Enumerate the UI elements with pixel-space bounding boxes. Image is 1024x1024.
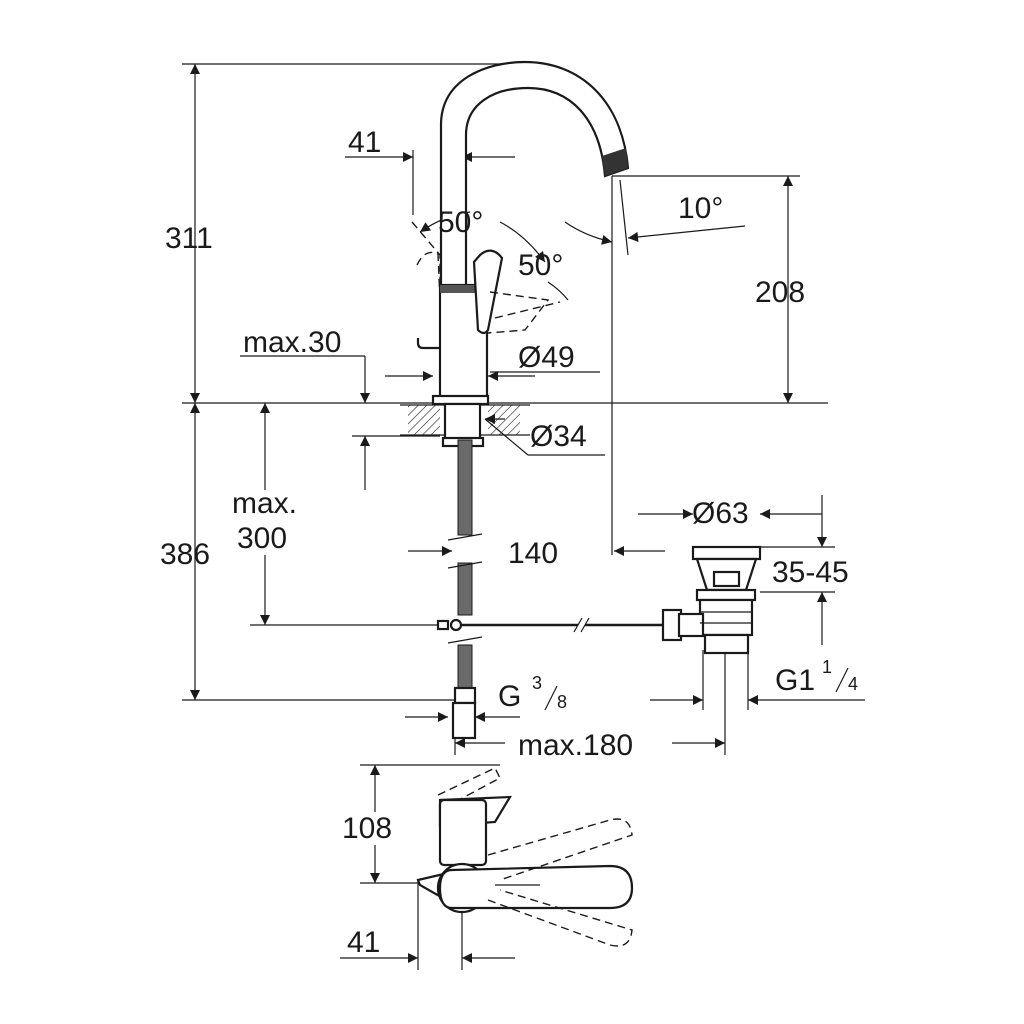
pop-up-rod [436,617,672,633]
label-inlet-thread-numerator: 3 [532,673,542,693]
label-waste-diameter: Ø63 [692,497,749,530]
base-flange [431,394,490,406]
label-waste-thread: G1 [775,664,815,697]
label-max-drop-line2: 300 [237,522,287,555]
label-faucet-height: 311 [165,222,213,255]
label-waste-thread-numerator: 1 [822,657,832,677]
shank-and-hoses [441,402,485,740]
label-spout-reach: 140 [508,537,558,570]
label-handle-gap-top: 41 [348,126,381,159]
label-max-deck-thickness: max.30 [243,326,341,359]
waste-fitting [661,545,762,655]
label-handle-gap-bottom: 41 [347,926,380,959]
lever-handle [472,249,504,335]
label-top-view-depth: 108 [342,812,392,845]
label-spout-height: 208 [755,276,805,309]
label-max-drop-line1: max. [232,487,297,520]
label-below-deck-height: 386 [160,538,210,571]
dimension-arrows [190,64,865,963]
faucet-side-view [411,60,630,406]
label-waste-range: 35-45 [772,556,849,589]
pop-up-rod-handle [416,338,440,350]
label-hole-diameter: Ø34 [530,420,587,453]
label-inlet-thread-denominator: 8 [557,692,567,712]
label-base-diameter: Ø49 [518,341,575,374]
deck-section [400,404,530,436]
dimension-labels: 311 41 50° 50° 10° 208 max.30 Ø49 Ø34 38… [160,126,858,959]
faucet-top-view [416,767,634,947]
label-handle-angle-front: 50° [438,206,483,239]
spout [439,60,630,292]
label-handle-angle-side: 50° [518,249,563,282]
label-spout-angle: 10° [678,192,723,225]
label-waste-thread-denominator: 4 [848,674,858,694]
label-inlet-thread: G [498,680,521,713]
label-max-rod-length: max.180 [518,729,633,762]
